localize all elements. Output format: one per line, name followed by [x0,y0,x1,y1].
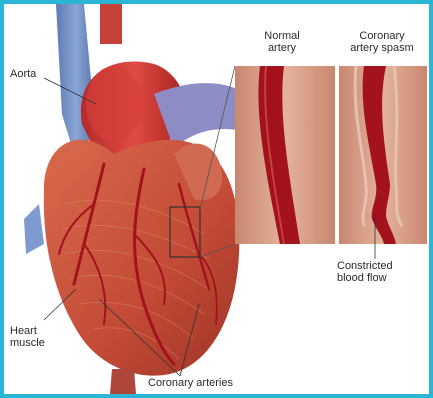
inferior-vessel [110,369,136,394]
coronary-arteries-label: Coronary arteries [148,377,233,389]
normal-artery-panel [235,66,335,244]
constricted-flow-label: Constricted blood flow [337,260,393,284]
coronary-spasm-label: Coronary artery spasm [340,30,424,54]
heart-muscle-label: Heart muscle [10,325,45,349]
normal-artery-label: Normal artery [252,30,312,54]
aorta-label: Aorta [10,68,36,80]
spasm-artery-panel [339,66,427,244]
heart-illustration [4,4,429,394]
